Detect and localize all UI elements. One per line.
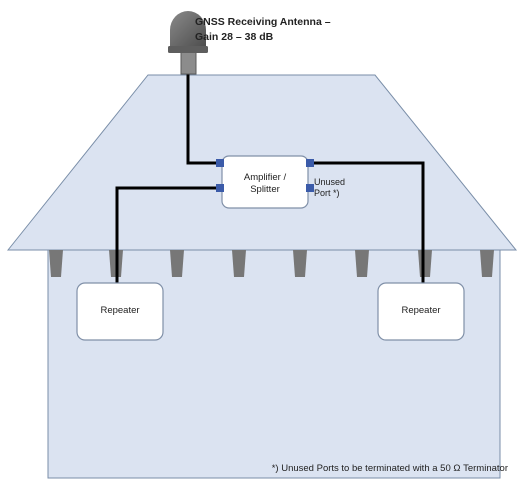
port-in [216, 159, 224, 167]
dome-antenna-icon [168, 11, 208, 75]
unused-port-line1: Unused [314, 177, 346, 187]
unused-port-line2: Port *) [314, 188, 340, 198]
splitter-label-line2: Splitter [250, 184, 280, 195]
antenna-title: GNSS Receiving Antenna – Gain 28 – 38 dB [195, 15, 331, 45]
port-square-icon [216, 159, 314, 192]
repeater-left-box [76, 282, 164, 341]
coax-cables [115, 74, 425, 284]
port-out-left [216, 184, 224, 192]
splitter-label-line1: Amplifier / [243, 172, 287, 183]
footnote: *) Unused Ports to be terminated with a … [271, 463, 508, 474]
splitter-label: Amplifier / Splitter [222, 160, 308, 208]
repeater-right-box [377, 282, 465, 341]
port-unused [306, 184, 314, 192]
unused-port-label: Unused Port *) [314, 177, 345, 199]
antenna-title-line1: GNSS Receiving Antenna – [195, 16, 331, 28]
cable-antenna-to-splitter [186, 74, 218, 165]
port-out-right [306, 159, 314, 167]
amplifier-splitter-box [221, 155, 309, 209]
cable-splitter-to-right-repeater [310, 161, 425, 284]
repeater-left-label: Repeater [100, 305, 140, 316]
cable-splitter-to-left-repeater [115, 186, 218, 284]
antenna-title-line2: Gain 28 – 38 dB [195, 31, 274, 43]
repeater-right-label: Repeater [401, 305, 441, 316]
